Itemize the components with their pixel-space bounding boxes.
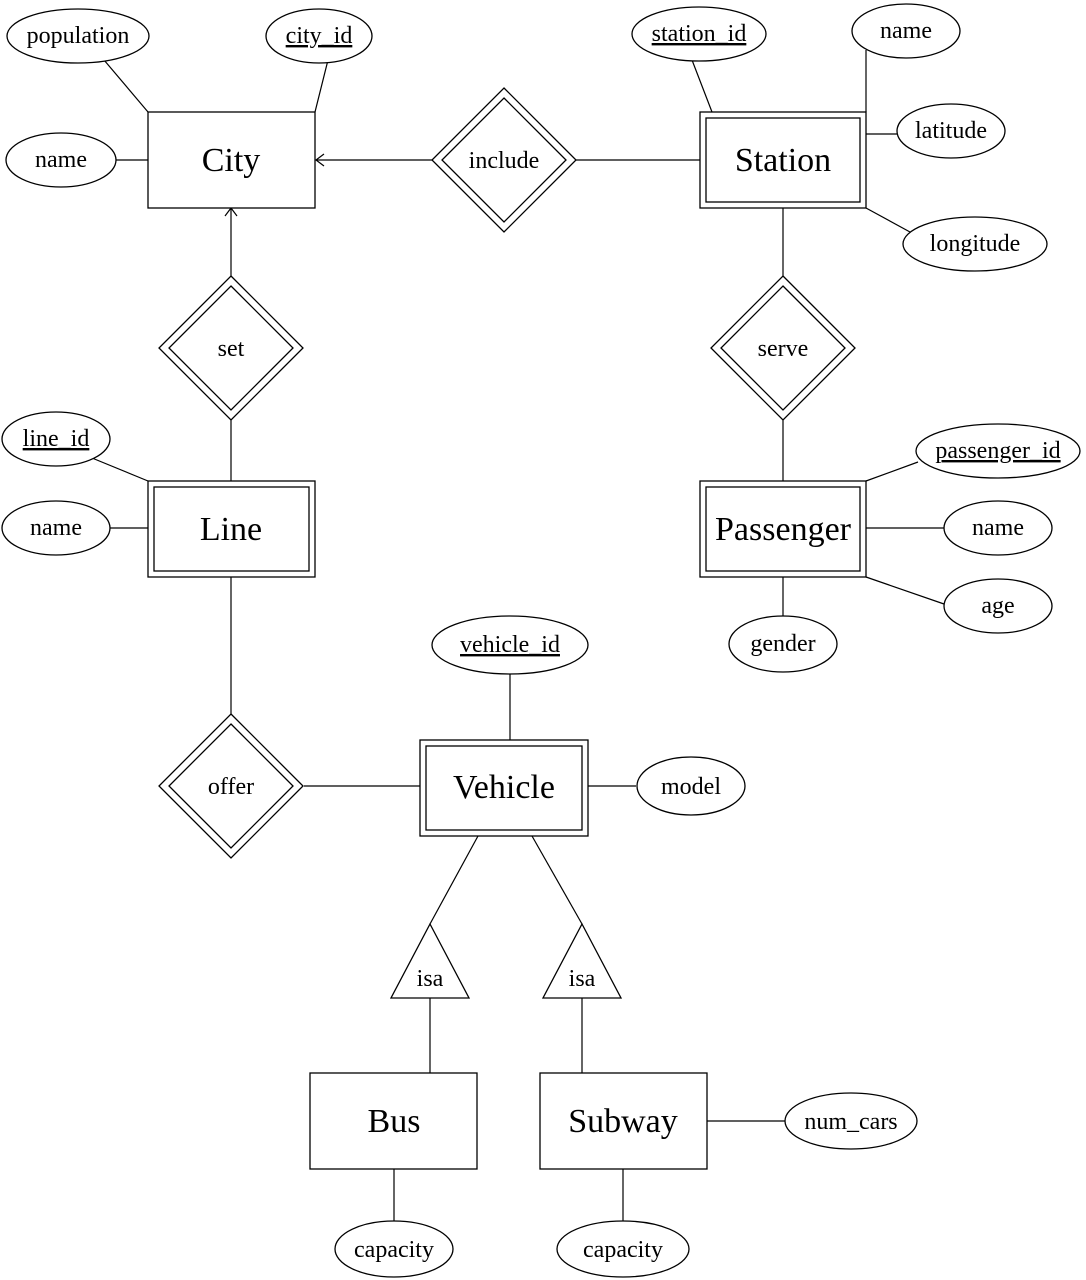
isa-subway: isa: [541, 922, 623, 999]
svg-text:name: name: [35, 147, 87, 173]
relationship-set: set: [158, 275, 304, 421]
svg-text:latitude: latitude: [915, 118, 987, 144]
attribute-line-id: line_id: [1, 411, 111, 467]
attribute-line-name: name: [1, 500, 111, 556]
attribute-city-population: population: [6, 8, 150, 64]
isa-bus: isa: [389, 922, 471, 999]
relationship-offer-label: offer: [208, 774, 254, 800]
connector-vehicle-isa-bus: [429, 835, 479, 925]
svg-text:name: name: [30, 515, 82, 541]
connector-passenger-age: [865, 576, 945, 605]
svg-text:passenger_id: passenger_id: [935, 438, 1060, 464]
relationship-offer: offer: [158, 713, 304, 859]
entity-passenger: Passenger: [699, 480, 867, 578]
relationship-serve: serve: [710, 275, 856, 421]
svg-text:longitude: longitude: [930, 231, 1021, 257]
attribute-vehicle-model: model: [636, 756, 746, 816]
entity-line-label: Line: [200, 511, 262, 548]
svg-text:age: age: [981, 593, 1014, 619]
svg-text:population: population: [27, 23, 130, 49]
svg-text:num_cars: num_cars: [804, 1109, 897, 1135]
relationship-serve-label: serve: [758, 336, 809, 362]
connector-city-population: [103, 59, 149, 113]
svg-text:capacity: capacity: [583, 1237, 663, 1263]
connector-station-longitude: [865, 207, 911, 233]
svg-text:gender: gender: [750, 631, 815, 657]
attribute-subway-capacity: capacity: [556, 1220, 690, 1278]
entity-city-label: City: [202, 142, 261, 179]
svg-text:city_id: city_id: [286, 23, 353, 49]
entity-bus: Bus: [309, 1072, 478, 1170]
attribute-station-id: station_id: [631, 6, 767, 62]
entity-subway: Subway: [539, 1072, 708, 1170]
attribute-vehicle-id: vehicle_id: [431, 615, 589, 675]
connectors: [91, 50, 945, 1222]
svg-text:capacity: capacity: [354, 1237, 434, 1263]
entity-city: City: [147, 111, 316, 209]
entity-passenger-label: Passenger: [715, 511, 852, 548]
isa-subway-label: isa: [569, 966, 596, 992]
isa-bus-label: isa: [417, 966, 444, 992]
attribute-station-latitude: latitude: [896, 103, 1006, 159]
relationship-include: include: [431, 87, 577, 233]
entity-line: Line: [147, 480, 316, 578]
relationship-set-label: set: [218, 336, 245, 362]
svg-text:model: model: [661, 774, 721, 800]
attribute-bus-capacity: capacity: [334, 1220, 454, 1278]
relationship-include-label: include: [469, 148, 540, 174]
attribute-city-id: city_id: [265, 8, 373, 64]
svg-text:line_id: line_id: [23, 426, 90, 452]
connector-passenger-id: [865, 461, 919, 482]
entity-bus-label: Bus: [368, 1103, 421, 1140]
entity-station-label: Station: [735, 142, 831, 179]
connector-station-id: [691, 59, 713, 113]
attribute-passenger-gender: gender: [728, 615, 838, 673]
entity-station: Station: [699, 111, 867, 209]
svg-text:name: name: [880, 18, 932, 44]
connector-line-id: [91, 457, 149, 482]
entity-vehicle: Vehicle: [419, 739, 589, 837]
svg-text:name: name: [972, 515, 1024, 541]
entity-vehicle-label: Vehicle: [453, 769, 555, 806]
connector-vehicle-isa-subway: [531, 835, 583, 925]
connector-city-id: [314, 59, 329, 113]
svg-text:station_id: station_id: [652, 21, 747, 47]
svg-text:vehicle_id: vehicle_id: [460, 632, 560, 658]
arrow-city-include: [315, 153, 325, 167]
attribute-passenger-age: age: [943, 578, 1053, 634]
attribute-station-name: name: [851, 3, 961, 59]
attribute-station-longitude: longitude: [902, 216, 1048, 272]
attribute-passenger-id: passenger_id: [915, 423, 1081, 479]
attribute-subway-num-cars: num_cars: [784, 1092, 918, 1150]
attribute-city-name: name: [5, 132, 117, 188]
attribute-passenger-name: name: [943, 500, 1053, 556]
entity-subway-label: Subway: [568, 1103, 678, 1140]
